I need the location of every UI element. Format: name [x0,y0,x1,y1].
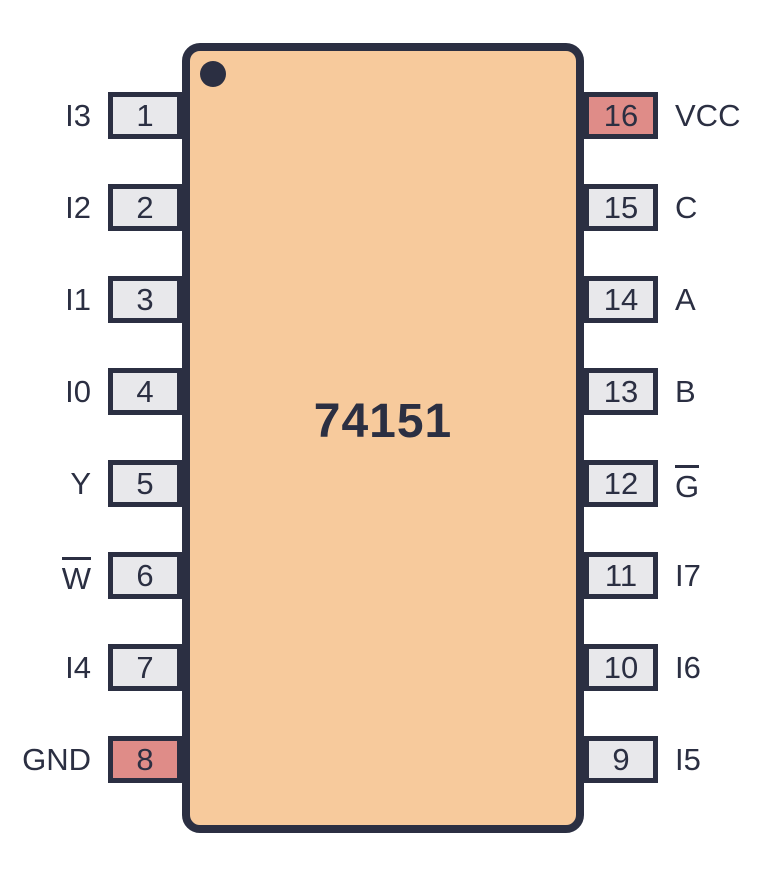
pin-2-box: 2 [108,184,182,231]
pin-row-15: 15 C [584,184,697,231]
pin-11-name: I7 [675,558,701,593]
pin-16-name: VCC [675,98,741,133]
pin-row-11: 11 I7 [584,552,701,599]
pin-16-box: 16 [584,92,658,139]
pin-9-name: I5 [675,742,701,777]
pin-8-box: 8 [108,736,182,783]
pin-12-box: 12 [584,460,658,507]
pin-5-box: 5 [108,460,182,507]
pin-row-2: I2 2 [65,184,182,231]
pin-15-box: 15 [584,184,658,231]
pin-row-4: I0 4 [65,368,182,415]
pin-6-box: 6 [108,552,182,599]
pin-4-box: 4 [108,368,182,415]
pin-row-16: 16 VCC [584,92,740,139]
pin-13-name: B [675,374,696,409]
pin-row-3: I1 3 [65,276,182,323]
pin-10-name: I6 [675,650,701,685]
pin-row-14: 14 A [584,276,696,323]
pin-row-5: Y 5 [70,460,182,507]
pin1-indicator-dot-icon [200,61,226,87]
pin-3-name: I1 [65,282,91,317]
pin-5-name: Y [70,466,91,501]
pin-11-box: 11 [584,552,658,599]
pin-3-box: 3 [108,276,182,323]
pin-14-box: 14 [584,276,658,323]
pin-13-box: 13 [584,368,658,415]
pin-6-name: W [61,557,91,594]
pin-row-1: I3 1 [65,92,182,139]
pin-1-name: I3 [65,98,91,133]
pin-7-name: I4 [65,650,91,685]
pin-row-7: I4 7 [65,644,182,691]
pin-row-10: 10 I6 [584,644,701,691]
pin-15-name: C [675,190,698,225]
pin-row-6: W 6 [61,552,182,599]
pin-8-name: GND [22,742,91,777]
pin-12-name: G [675,465,700,502]
pin-1-box: 1 [108,92,182,139]
chip-part-number: 74151 [313,395,453,448]
pin-10-box: 10 [584,644,658,691]
pin-7-box: 7 [108,644,182,691]
pin-row-13: 13 B [584,368,696,415]
pin-14-name: A [675,282,696,317]
pin-9-box: 9 [584,736,658,783]
pin-row-12: 12 G [584,460,700,507]
pin-4-name: I0 [65,374,91,409]
pin-row-9: 9 I5 [584,736,701,783]
pin-row-8: GND 8 [22,736,182,783]
chip-body [182,43,584,833]
pin-2-name: I2 [65,190,91,225]
